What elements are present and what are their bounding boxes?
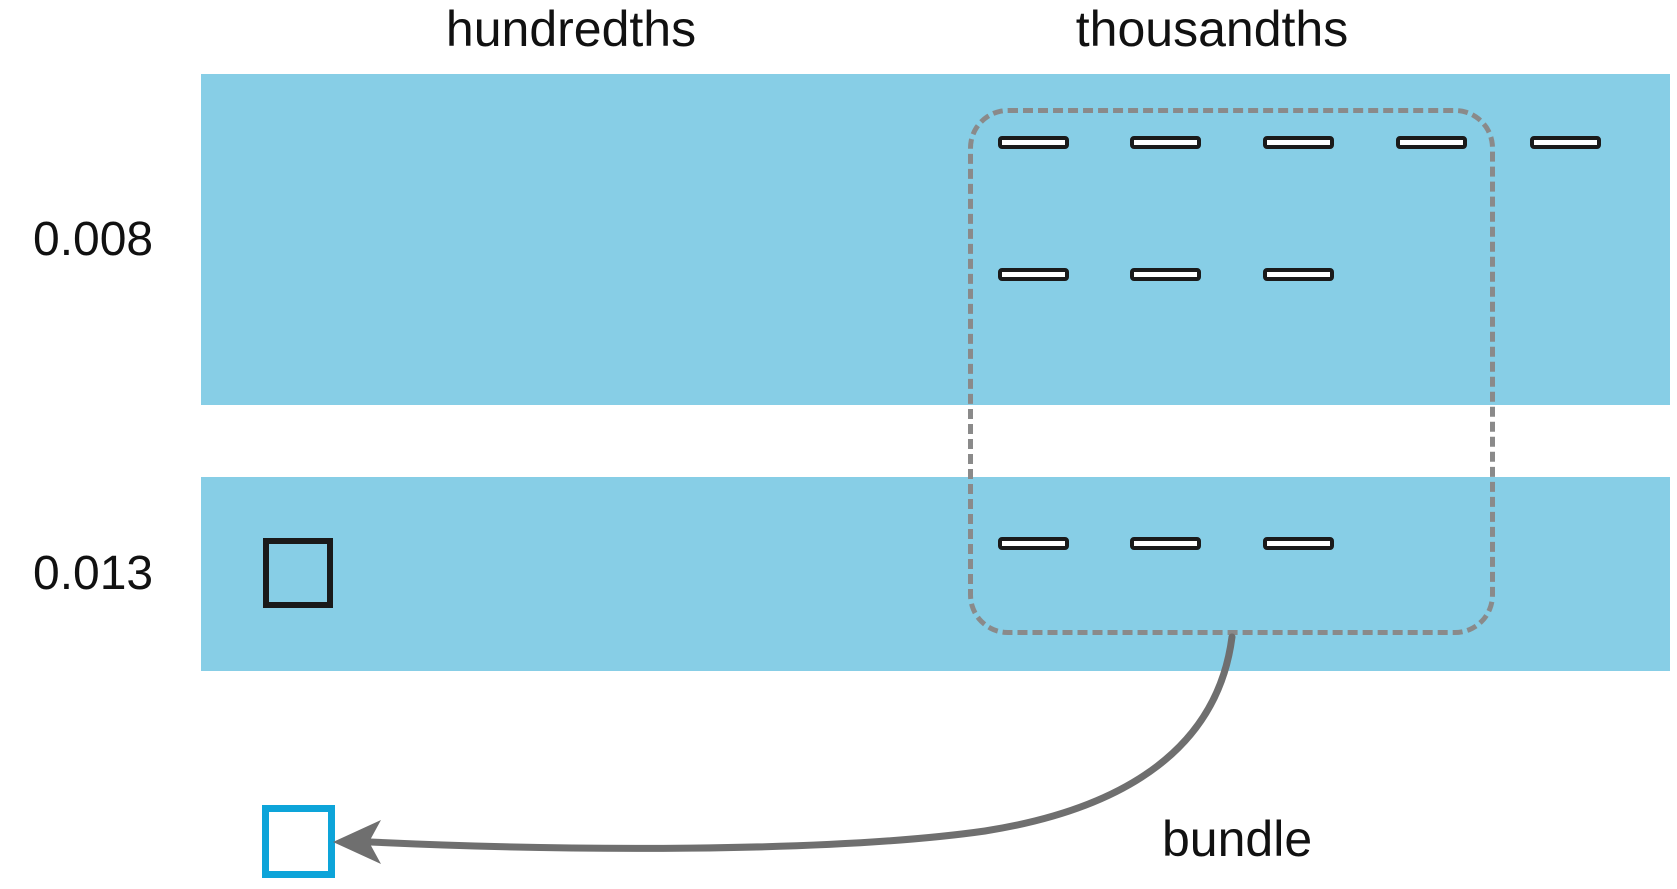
thousandth-mark — [998, 136, 1069, 149]
thousandth-mark — [998, 268, 1069, 281]
thousandth-mark — [1130, 268, 1201, 281]
thousandth-mark — [1396, 136, 1467, 149]
thousandth-mark — [1263, 537, 1334, 550]
thousandth-mark — [998, 537, 1069, 550]
row-value-label-0013: 0.013 — [33, 547, 154, 600]
hundredth-square — [263, 538, 333, 608]
bundle-selection-outline — [968, 108, 1495, 635]
thousandth-mark — [1130, 537, 1201, 550]
thousandth-mark — [1263, 268, 1334, 281]
row-value-label-0008: 0.008 — [33, 213, 154, 266]
column-header-thousandths: thousandths — [1075, 1, 1349, 57]
thousandth-mark — [1130, 136, 1201, 149]
thousandth-mark — [1263, 136, 1334, 149]
bundle-label: bundle — [1162, 811, 1313, 867]
thousandth-mark — [1530, 136, 1601, 149]
column-header-hundredths: hundredths — [445, 1, 697, 57]
bundled-hundredth-square — [262, 805, 335, 878]
row-band-0008 — [201, 74, 1670, 405]
